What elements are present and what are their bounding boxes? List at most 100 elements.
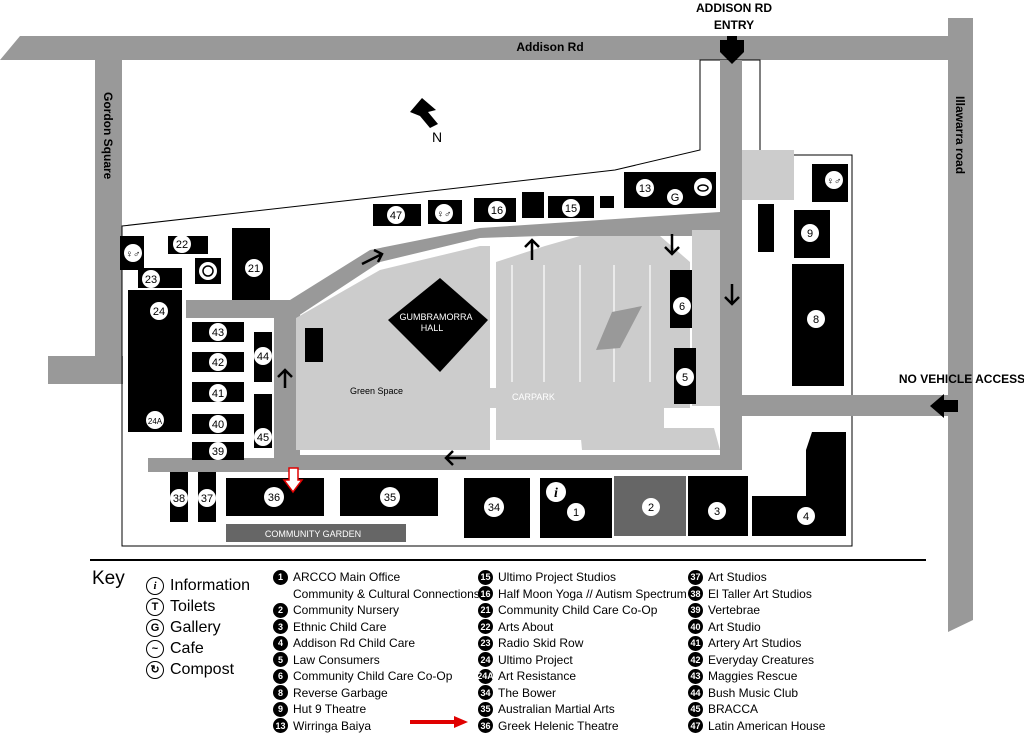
directory-item: 1 ARCCO Main Office	[273, 569, 480, 586]
badge-36: 36	[268, 492, 280, 504]
toilets-icon: T	[146, 597, 164, 616]
directory-name: Ultimo Project	[498, 652, 573, 667]
community-garden	[226, 524, 406, 542]
directory-name: Half Moon Yoga // Autism Spectrum	[498, 586, 687, 601]
directory-item: Community & Cultural Connections	[273, 586, 480, 603]
directory-number-badge: 35	[478, 701, 493, 717]
no-vehicle-access-label: NO VEHICLE ACCESS	[899, 372, 1024, 386]
directory-number-badge: 47	[688, 718, 703, 734]
badge-34: 34	[488, 502, 500, 514]
directory-name: Ultimo Project Studios	[498, 570, 617, 585]
legend-label: Cafe	[170, 639, 204, 657]
legend-information: i Information	[146, 575, 250, 596]
legend-label: Gallery	[170, 618, 221, 636]
directory-name: Community Child Care Co-Op	[498, 603, 658, 618]
compost-icon	[199, 262, 217, 280]
cafe-icon: ~	[146, 639, 164, 658]
flow-arrows	[277, 234, 740, 466]
directory-number-badge: 36	[478, 718, 493, 734]
illawarra-road-label: Illawarra road	[953, 96, 967, 174]
north-label: N	[432, 129, 442, 145]
carpark-east-strip	[692, 230, 720, 406]
directory-number-badge	[273, 586, 288, 601]
directory-number-badge: 5	[273, 652, 288, 668]
directory-name: Reverse Garbage	[293, 685, 388, 700]
directory-number-badge: 3	[273, 619, 288, 635]
directory-number-badge: 1	[273, 569, 288, 585]
badge-gallery: G	[671, 192, 680, 204]
information-icon: i	[146, 576, 164, 595]
outer-roads	[0, 18, 973, 632]
north-arrow-icon	[410, 98, 438, 128]
directory-name: Wirringa Baiya	[293, 718, 372, 733]
north-drive	[186, 212, 720, 318]
badge-8: 8	[813, 314, 819, 326]
directory-number-badge: 40	[688, 619, 703, 635]
directory-number-badge: 44	[688, 685, 703, 701]
directory-name: Everyday Creatures	[708, 652, 815, 667]
arrow-left-icon	[444, 450, 466, 466]
directory-name: Addison Rd Child Care	[293, 636, 416, 651]
toilets-icon	[124, 244, 142, 262]
building-badges: 47 16 15 13 G 22 23 21 24 24A 43 42 41 4…	[142, 179, 825, 525]
toilets-icon	[825, 171, 843, 189]
no-access-arrow-icon	[930, 394, 958, 418]
directory-number-badge: 37	[688, 569, 703, 585]
directory-number-badge: 45	[688, 701, 703, 717]
directory-number-badge: 38	[688, 586, 703, 602]
badge-43: 43	[212, 327, 224, 339]
badge-23: 23	[145, 274, 157, 286]
gordon-square-road	[95, 60, 122, 384]
directory-number-badge: 22	[478, 619, 493, 635]
directory-number-badge: 16	[478, 586, 493, 602]
badge-15: 15	[565, 203, 577, 215]
directory-number-badge: 41	[688, 635, 703, 651]
highlight-arrow-icon	[410, 716, 468, 728]
directory-name: Arts About	[498, 619, 554, 634]
svg-text:♀♂: ♀♂	[126, 249, 141, 260]
badge-16: 16	[491, 205, 503, 217]
entry-arrow-icon	[720, 40, 744, 64]
carpark-strip	[490, 388, 660, 408]
svg-text:♀♂: ♀♂	[827, 176, 842, 187]
directory-name: Community Child Care Co-Op	[293, 669, 453, 684]
here-marker-icon	[282, 467, 304, 494]
info-marker: i	[554, 486, 558, 501]
badge-38: 38	[173, 493, 185, 505]
south-drive	[148, 458, 298, 472]
directory-number-badge: 34	[478, 685, 493, 701]
badge-21: 21	[248, 263, 260, 275]
directory-item: 16 Half Moon Yoga // Autism Spectrum	[478, 586, 687, 603]
badge-37: 37	[201, 493, 213, 505]
badge-39: 39	[212, 446, 224, 458]
south-buildings	[170, 432, 846, 538]
badge-41: 41	[212, 388, 224, 400]
carpark-island	[596, 306, 642, 350]
directory-name: BRACCA	[708, 702, 759, 717]
directory-name: Bush Music Club	[708, 685, 799, 700]
badge-35: 35	[384, 492, 396, 504]
arrow-up-icon	[524, 238, 540, 260]
directory-name: El Taller Art Studios	[708, 586, 812, 601]
badge-22: 22	[176, 239, 188, 251]
gordon-square-label: Gordon Square	[101, 92, 115, 180]
badge-5: 5	[682, 372, 688, 384]
directory-number-badge: 9	[273, 701, 288, 717]
building-east-small	[758, 204, 774, 252]
directory-name: ARCCO Main Office	[293, 570, 401, 585]
